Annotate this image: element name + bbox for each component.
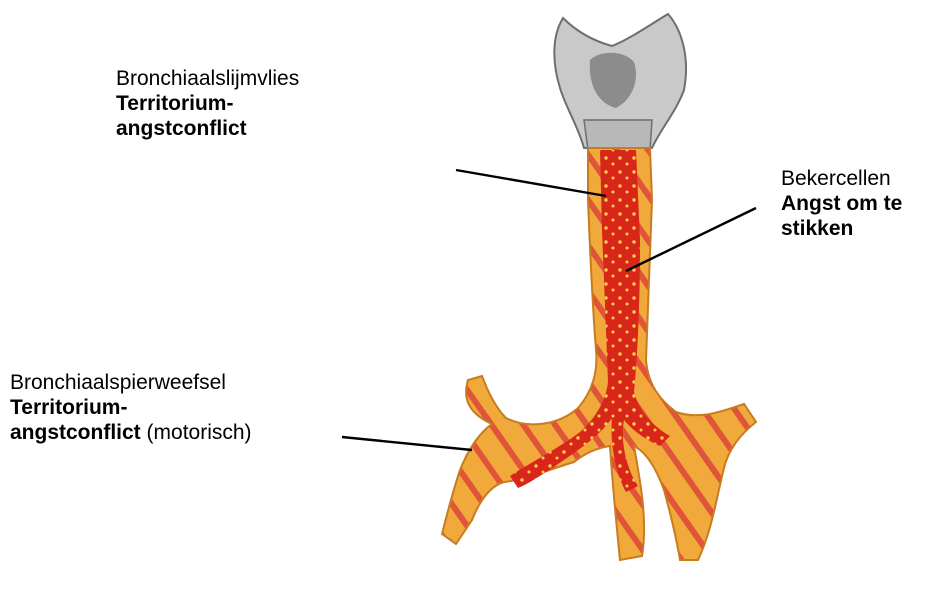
label-bronchial-mucosa: Bronchiaalslijmvlies Territorium- angstc…: [116, 66, 299, 141]
leader-line-muscle: [342, 437, 472, 450]
larynx: [554, 14, 686, 150]
label-goblet-conflict-line2: stikken: [781, 216, 902, 241]
bronchial-tree: [442, 148, 756, 560]
label-bronchial-muscle: Bronchiaalspierweefsel Territorium- angs…: [10, 370, 252, 445]
label-muscle-conflict-bold: angstconflict: [10, 421, 141, 444]
label-goblet-cells: Bekercellen Angst om te stikken: [781, 166, 902, 241]
label-mucosa-title: Bronchiaalslijmvlies: [116, 66, 299, 91]
label-goblet-title: Bekercellen: [781, 166, 902, 191]
label-muscle-title: Bronchiaalspierweefsel: [10, 370, 252, 395]
label-mucosa-conflict-line1: Territorium-: [116, 91, 299, 116]
leader-line-mucosa: [456, 170, 606, 196]
label-muscle-conflict-line2: angstconflict (motorisch): [10, 420, 252, 445]
label-goblet-conflict-line1: Angst om te: [781, 191, 902, 216]
label-mucosa-conflict-line2: angstconflict: [116, 116, 299, 141]
label-muscle-motor-note: (motorisch): [141, 421, 252, 444]
label-muscle-conflict-line1: Territorium-: [10, 395, 252, 420]
